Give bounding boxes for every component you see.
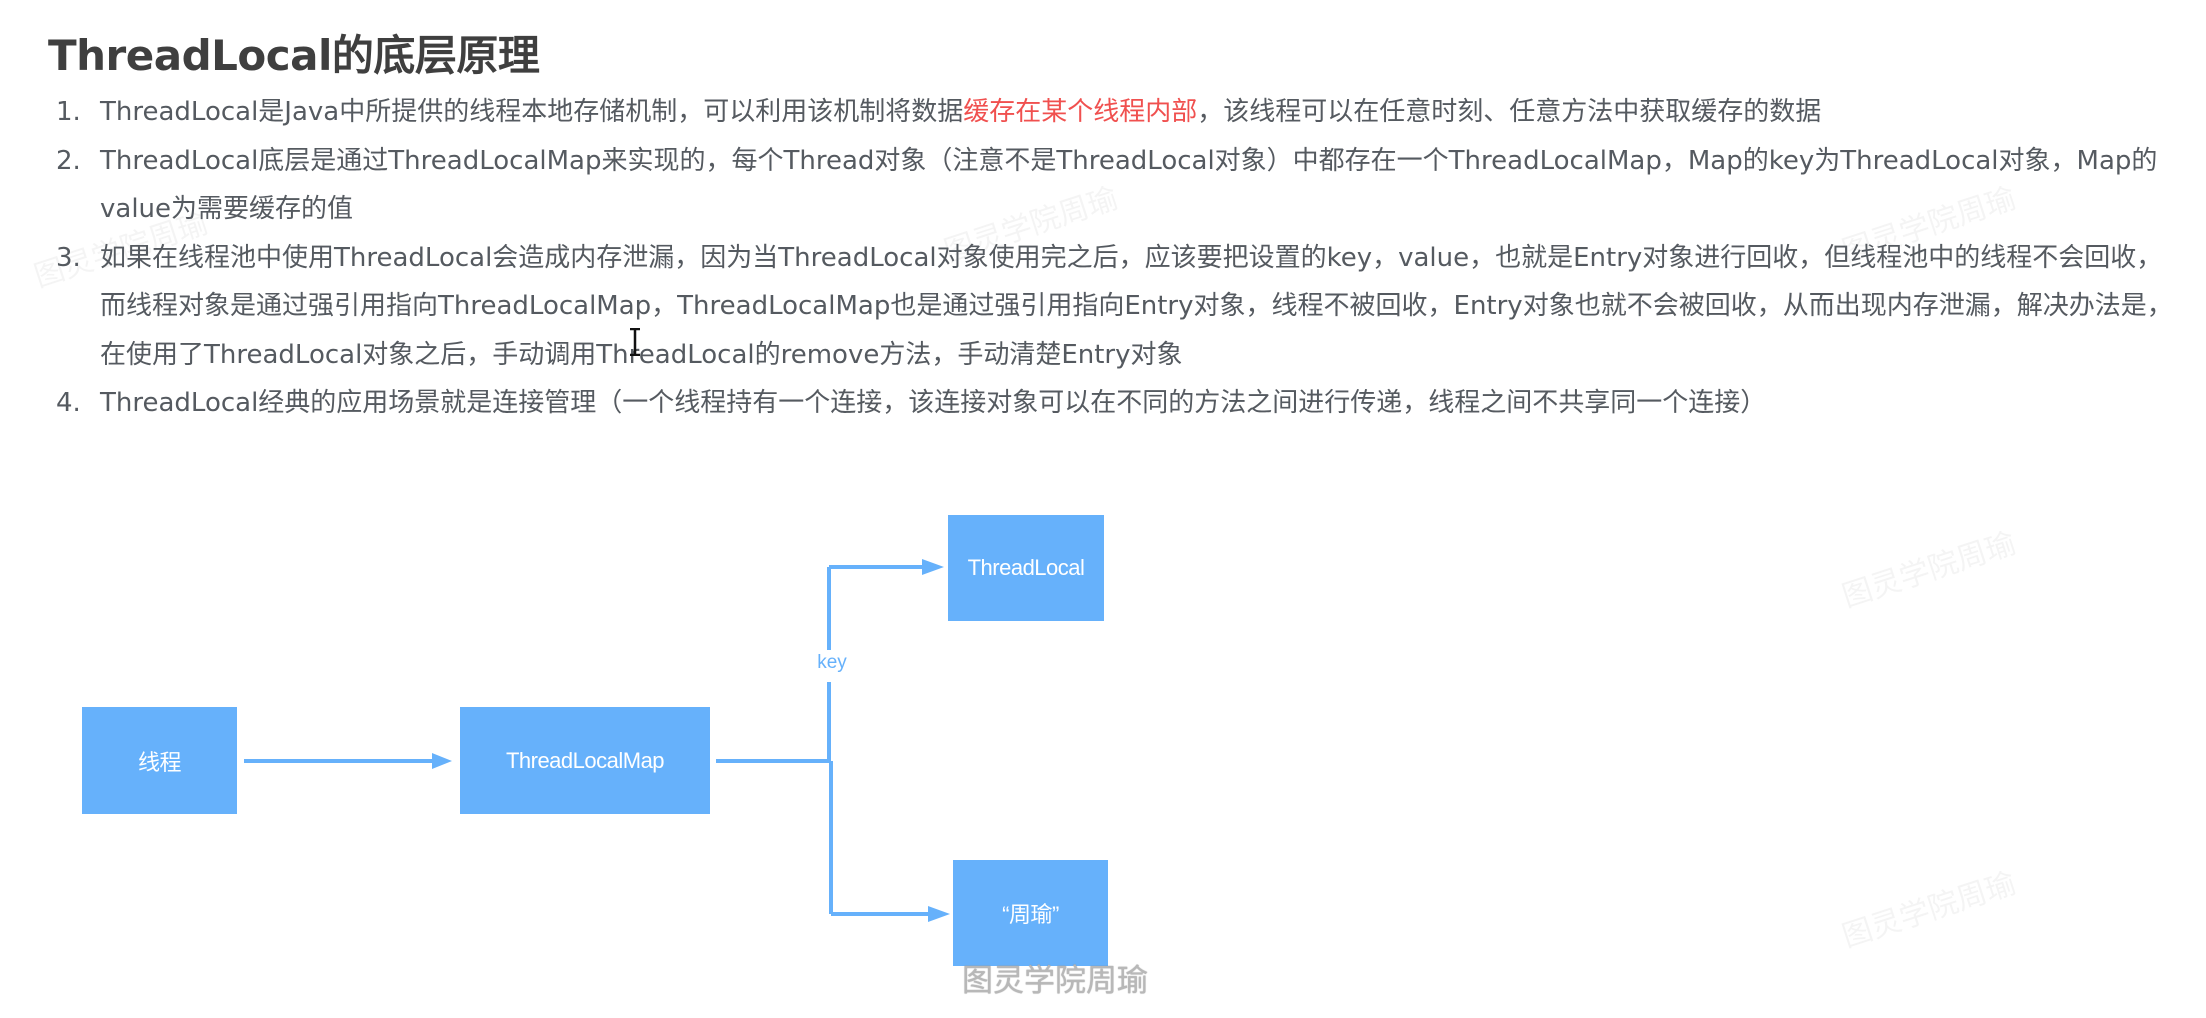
list-text: ThreadLocal是Java中所提供的线程本地存储机制，可以利用该机制将数据… (100, 88, 2176, 137)
list-number: 1. (56, 97, 81, 127)
list-number: 4. (56, 388, 81, 418)
edge-label-key: key (812, 652, 852, 674)
list-item-2: 2. ThreadLocal底层是通过ThreadLocalMap来实现的，每个… (56, 137, 2176, 234)
list-text: ThreadLocal底层是通过ThreadLocalMap来实现的，每个Thr… (100, 145, 2158, 225)
text-segment: ，该线程可以在任意时刻、任意方法中获取缓存的数据 (1197, 97, 1822, 127)
list-text: 如果在线程池中使用ThreadLocal会造成内存泄漏，因为当ThreadLoc… (100, 242, 2173, 370)
threadlocalmap-node: ThreadLocalMap (460, 707, 710, 814)
page-title: ThreadLocal的底层原理 (48, 31, 540, 80)
list-item-4: 4. ThreadLocal经典的应用场景就是连接管理（一个线程持有一个连接，该… (56, 379, 2176, 428)
text-segment: ThreadLocal是Java中所提供的线程本地存储机制，可以利用该机制将数据 (100, 97, 964, 127)
threadlocal-node: ThreadLocal (948, 515, 1104, 621)
list-item-1: 1. ThreadLocal是Java中所提供的线程本地存储机制，可以利用该机制… (56, 88, 2176, 137)
arrowhead-icon (928, 906, 950, 922)
text-cursor-icon (630, 328, 640, 356)
video-caption: 图灵学院周瑜 (962, 963, 1148, 999)
list-text: ThreadLocal经典的应用场景就是连接管理（一个线程持有一个连接，该连接对… (100, 388, 1767, 418)
value-node: “周瑜” (953, 860, 1108, 966)
list-number: 2. (56, 145, 81, 176)
list-item-3: 3. 如果在线程池中使用ThreadLocal会造成内存泄漏，因为当Thread… (56, 234, 2176, 380)
thread-node: 线程 (82, 707, 237, 814)
highlighted-text: 缓存在某个线程内部 (963, 97, 1198, 127)
arrowhead-icon (432, 753, 452, 769)
arrowhead-icon (922, 559, 944, 575)
list-number: 3. (56, 242, 81, 273)
principle-list: 1. ThreadLocal是Java中所提供的线程本地存储机制，可以利用该机制… (56, 88, 2176, 428)
